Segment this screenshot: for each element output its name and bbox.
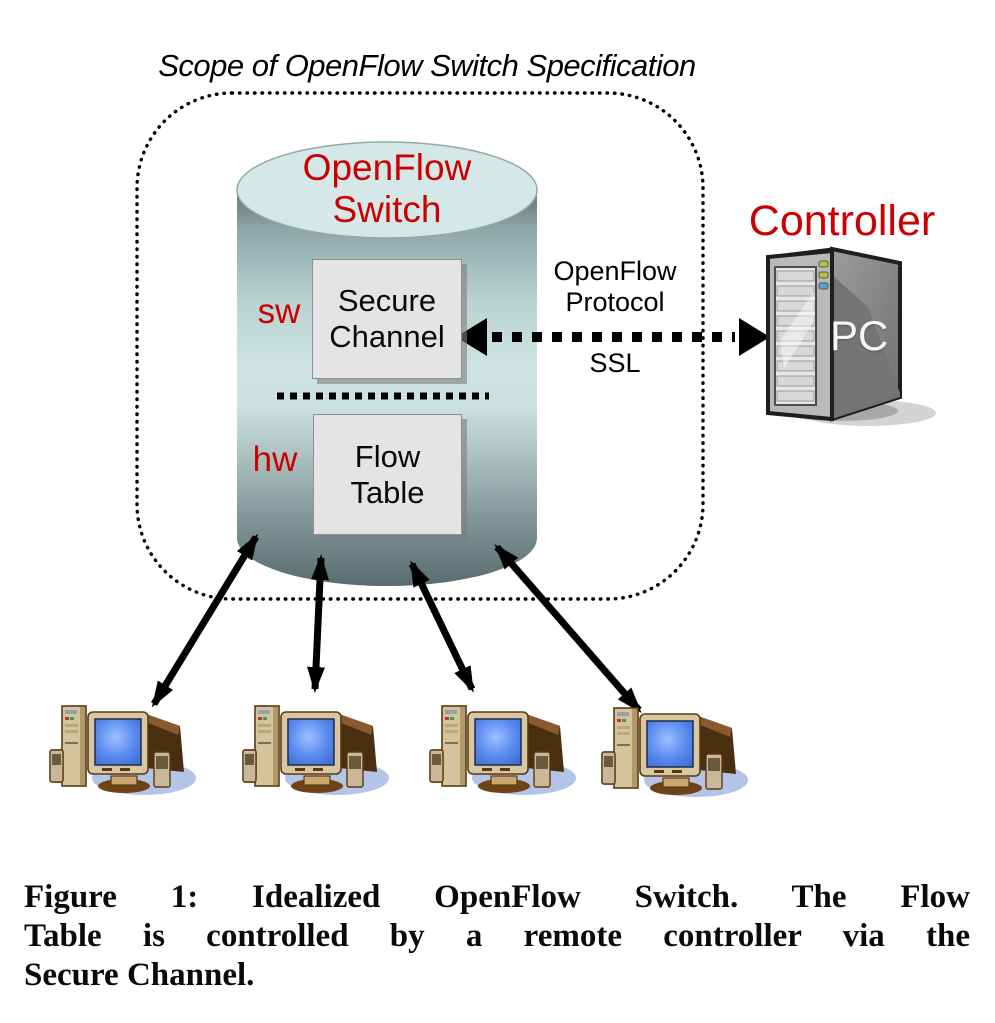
led-indicator (818, 271, 829, 279)
openflow-switch-label: OpenFlow Switch (302, 147, 472, 230)
openflow-protocol-arrow (456, 318, 770, 356)
scope-title: Scope of OpenFlow Switch Specification (158, 48, 696, 83)
host-link-arrow (307, 554, 329, 693)
secure-channel-box: Secure Channel (312, 259, 462, 379)
ssl-label: SSL (589, 348, 641, 378)
controller-label: Controller (748, 197, 936, 245)
flow-table-box: Flow Table (313, 414, 462, 535)
host-link-arrow (408, 560, 476, 693)
hw-label: hw (252, 440, 298, 479)
caption-line: Secure Channel. (24, 957, 255, 993)
led-indicator (818, 282, 829, 290)
pc-label: PC (830, 312, 889, 359)
host-link-arrow (151, 533, 259, 708)
openflow-protocol-label: OpenFlow Protocol (553, 256, 677, 317)
figure-caption: Figure 1: Idealized OpenFlow Switch. The… (24, 878, 970, 995)
desktop-computer-icon (429, 705, 577, 796)
host-link-arrows (151, 533, 642, 714)
sw-label: sw (257, 292, 301, 331)
desktop-computer-icon (601, 707, 749, 798)
led-indicator (818, 260, 829, 268)
host-link-arrow (494, 543, 642, 714)
caption-line: Table is controlled by a remote controll… (24, 918, 970, 954)
pc-tower-icon (766, 246, 936, 426)
desktop-computer-icon (49, 705, 197, 796)
desktop-computer-icon (242, 705, 390, 796)
caption-line: Figure 1: Idealized OpenFlow Switch. The… (24, 879, 970, 915)
